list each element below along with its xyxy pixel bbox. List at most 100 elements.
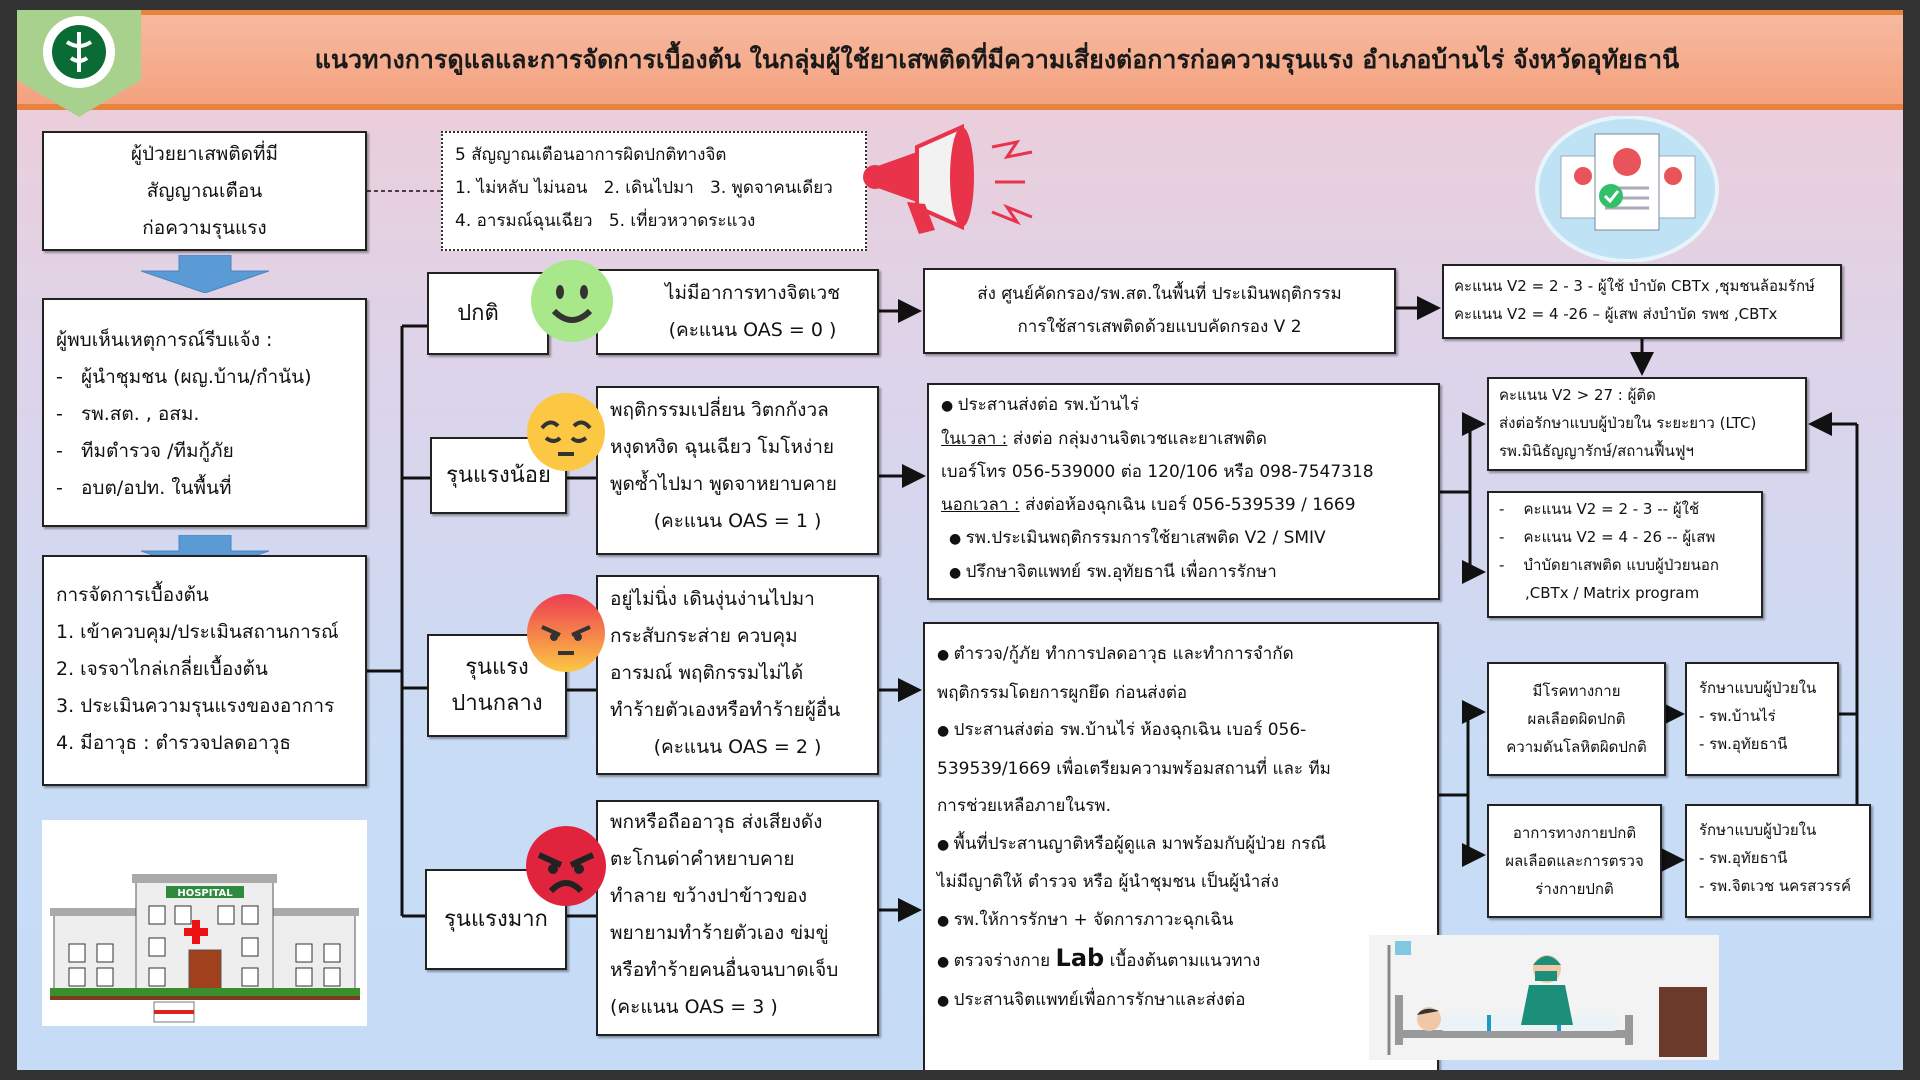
- desc-line: (คะแนน OAS = 0 ): [668, 319, 837, 341]
- action-text: ตรวจร่างกาย: [953, 951, 1056, 971]
- furious-face-icon: [526, 826, 606, 906]
- patient-box-line: ก่อความรุนแรง: [142, 216, 267, 239]
- level-label: ปานกลาง: [451, 690, 543, 716]
- page-title: แนวทางการดูแลและการจัดการเบื้องต้น ในกลุ…: [314, 45, 1680, 74]
- management-item: 2. เจรจาไกล่เกลี่ยเบื้องต้น: [56, 658, 268, 680]
- action-bullet: ปรึกษาจิตแพทย์ รพ.อุทัยธานี เพื่อการรักษ…: [941, 556, 1426, 590]
- reporter-item: - ผู้นำชุมชน (ผญ.บ้าน/กำนัน): [56, 366, 312, 388]
- result-line: ความดันโลหิตผิดปกติ: [1506, 738, 1647, 756]
- result-line: - รพ.อุทัยธานี: [1699, 849, 1788, 867]
- result-line: รักษาแบบผู้ป่วยใน: [1699, 679, 1817, 697]
- physical-abnormal-box: มีโรคทางกาย ผลเลือดผิดปกติ ความดันโลหิตผ…: [1487, 662, 1666, 776]
- inpatient-b-box: รักษาแบบผู้ป่วยใน - รพ.อุทัยธานี - รพ.จิ…: [1685, 804, 1871, 918]
- result-line: ส่งต่อรักษาแบบผู้ป่วยใน ระยะยาว (LTC): [1499, 414, 1757, 432]
- initial-management-box: การจัดการเบื้องต้น 1. เข้าควบคุม/ประเมิน…: [42, 555, 367, 786]
- result-line: ผลเลือดผิดปกติ: [1527, 710, 1626, 728]
- management-item: 4. มีอาวุธ : ตำรวจปลดอาวุธ: [56, 732, 291, 754]
- action-bullet: ประสานส่งต่อ รพ.บ้านไร่: [941, 389, 1426, 423]
- desc-line: หงุดหงิด ฉุนเฉียว โมโหง่าย: [610, 436, 835, 458]
- action-line: การช่วยเหลือภายในรพ.: [937, 796, 1112, 816]
- after-hours-line: นอกเวลา : ส่งต่อห้องฉุกเฉิน เบอร์ 056-53…: [941, 489, 1426, 522]
- action-line: ตรวจร่างกาย Lab เบื้องต้นตามแนวทาง: [937, 940, 1425, 982]
- reporter-text: ผู้นำชุมชน (ผญ.บ้าน/กำนัน): [80, 366, 312, 388]
- v2-outpatient-result-box: - คะแนน V2 = 2 - 3 -- ผู้ใช้ - คะแนน V2 …: [1487, 491, 1763, 618]
- action-line: ตำรวจ/กู้ภัย ทำการปลดอาวุธ และทำการจำกัด: [937, 636, 1425, 675]
- result-text: คะแนน V2 = 4 - 26 -- ผู้เสพ: [1523, 528, 1716, 546]
- level-normal-desc: ไม่มีอาการทางจิตเวช (คะแนน OAS = 0 ): [596, 269, 879, 355]
- result-line: คะแนน V2 = 4 -26 – ผู้เสพ ส่งบำบัด รพช ,…: [1454, 305, 1778, 323]
- desc-line: (คะแนน OAS = 1 ): [653, 510, 822, 532]
- result-line: - คะแนน V2 = 4 - 26 -- ผู้เสพ: [1499, 528, 1716, 546]
- patient-warning-box: ผู้ป่วยยาเสพติดที่มี สัญญาณเตือน ก่อความ…: [42, 131, 367, 251]
- result-line: - รพ.จิตเวช นครสวรรค์: [1699, 877, 1851, 895]
- result-line: คะแนน V2 = 2 - 3 - ผู้ใช้ บำบัด CBTx ,ชุ…: [1454, 277, 1815, 295]
- management-title: การจัดการเบื้องต้น: [56, 584, 209, 606]
- warning-signs-title: 5 สัญญาณเตือนอาการผิดปกติทางจิต: [455, 145, 727, 165]
- angry-face-icon: [527, 594, 605, 672]
- in-hours-line: ในเวลา : ส่งต่อ กลุ่มงานจิตเวชและยาเสพติ…: [941, 423, 1426, 456]
- warning-sign: 3. พูดจาคนเดียว: [710, 178, 833, 198]
- ministry-logo-icon: [17, 10, 141, 117]
- megaphone-icon: [863, 123, 1033, 234]
- warning-sign: 1. ไม่หลับ ไม่นอน: [455, 178, 588, 198]
- result-text: บำบัดยาเสพติด แบบผู้ป่วยนอก: [1523, 556, 1719, 574]
- phone-line: เบอร์โทร 056-539000 ต่อ 120/106 หรือ 098…: [941, 462, 1374, 482]
- result-line: - รพ.อุทัยธานี: [1699, 735, 1788, 753]
- result-line: - คะแนน V2 = 2 - 3 -- ผู้ใช้: [1499, 500, 1700, 518]
- reporters-title: ผู้พบเห็นเหตุการณ์รีบแจ้ง :: [56, 329, 273, 351]
- lab-emphasis: Lab: [1055, 944, 1105, 972]
- in-hours-label: ในเวลา :: [941, 429, 1008, 449]
- v2-addict-result-box: คะแนน V2 > 27 : ผู้ติด ส่งต่อรักษาแบบผู้…: [1487, 377, 1807, 471]
- pensive-face-icon: [527, 393, 605, 471]
- patient-bed-illustration: [1369, 935, 1719, 1060]
- result-line: รพ.มินิธัญญารักษ์/สถานฟื้นฟูฯ: [1499, 442, 1694, 460]
- action-line: ไม่มีญาติให้ ตำรวจ หรือ ผู้นำชุมชน เป็นผ…: [937, 872, 1279, 892]
- management-item: 3. ประเมินความรุนแรงของอาการ: [56, 695, 335, 717]
- header-band: แนวทางการดูแลและการจัดการเบื้องต้น ในกลุ…: [17, 10, 1903, 110]
- result-line: - บำบัดยาเสพติด แบบผู้ป่วยนอก: [1499, 556, 1719, 574]
- inpatient-a-box: รักษาแบบผู้ป่วยใน - รพ.บ้านไร่ - รพ.อุทั…: [1685, 662, 1839, 776]
- management-item: 1. เข้าควบคุม/ประเมินสถานการณ์: [56, 621, 339, 643]
- reporter-text: ทีมตำรวจ /ทีมกู้ภัย: [80, 440, 234, 462]
- action-bullet: รพ.ประเมินพฤติกรรมการใช้ยาเสพติด V2 / SM…: [941, 522, 1426, 556]
- reporters-box: ผู้พบเห็นเหตุการณ์รีบแจ้ง : - ผู้นำชุมชน…: [42, 298, 367, 527]
- action-line: รพ.ให้การรักษา + จัดการภาวะฉุกเฉิน: [937, 902, 1425, 941]
- patient-box-line: สัญญาณเตือน: [146, 179, 263, 202]
- action-mild-box: ประสานส่งต่อ รพ.บ้านไร่ ในเวลา : ส่งต่อ …: [927, 383, 1440, 600]
- level-severe-label: รุนแรงมาก: [425, 869, 567, 970]
- desc-line: ตะโกนด่าคำหยาบคาย: [610, 848, 795, 870]
- reporter-item: - ทีมตำรวจ /ทีมกู้ภัย: [56, 440, 234, 462]
- result-line: ผลเลือดและการตรวจ: [1505, 852, 1644, 870]
- action-text: เบื้องต้นตามแนวทาง: [1104, 951, 1261, 971]
- desc-line: ทำร้ายตัวเองหรือทำร้ายผู้อื่น: [610, 699, 841, 721]
- level-moderate-desc: อยู่ไม่นิ่ง เดินงุ่นง่านไปมา กระสับกระส่…: [596, 575, 879, 775]
- action-line: พฤติกรรมโดยการผูกยึด ก่อนส่งต่อ: [937, 682, 1188, 703]
- down-arrow-icon: [141, 255, 269, 293]
- after-hours-label: นอกเวลา :: [941, 495, 1020, 515]
- action-severe-box: ตำรวจ/กู้ภัย ทำการปลดอาวุธ และทำการจำกัด…: [923, 622, 1439, 1070]
- warning-signs-box: 5 สัญญาณเตือนอาการผิดปกติทางจิต 1. ไม่หล…: [441, 131, 867, 251]
- hospital-sign: HOSPITAL: [177, 888, 233, 899]
- action-line: 539539/1669 เพื่อเตรียมความพร้อมสถานที่ …: [937, 758, 1331, 779]
- desc-line: พฤติกรรมเปลี่ยน วิตกกังวล: [610, 399, 829, 421]
- desc-line: อยู่ไม่นิ่ง เดินงุ่นง่านไปมา: [610, 588, 815, 610]
- reporter-item: - อบต/อปท. ในพื้นที่: [56, 477, 232, 499]
- action-line: ส่ง ศูนย์คัดกรอง/รพ.สต.ในพื้นที่ ประเมิน…: [977, 284, 1342, 304]
- desc-line: กระสับกระส่าย ควบคุม: [610, 625, 798, 647]
- result-line: คะแนน V2 > 27 : ผู้ติด: [1499, 386, 1656, 404]
- action-normal-box: ส่ง ศูนย์คัดกรอง/รพ.สต.ในพื้นที่ ประเมิน…: [923, 268, 1396, 354]
- hospital-illustration: HOSPITAL: [42, 820, 367, 1026]
- level-severe-desc: พกหรือถืออาวุธ ส่งเสียงดัง ตะโกนด่าคำหยา…: [596, 800, 879, 1036]
- result-text: คะแนน V2 = 2 - 3 -- ผู้ใช้: [1523, 500, 1700, 518]
- warning-sign: 2. เดินไปมา: [603, 178, 694, 198]
- level-label: รุนแรงน้อย: [446, 462, 551, 488]
- doctor-profile-icon: [1535, 116, 1719, 262]
- desc-line: หรือทำร้ายคนอื่นจนบาดเจ็บ: [610, 959, 839, 981]
- smiley-face-icon: [531, 260, 613, 342]
- action-line: ประสานส่งต่อ รพ.บ้านไร่ ห้องฉุกเฉิน เบอร…: [937, 712, 1425, 751]
- after-hours-text: ส่งต่อห้องฉุกเฉิน เบอร์ 056-539539 / 166…: [1019, 495, 1356, 515]
- warning-signs-row: 4. อารมณ์ฉุนเฉียว 5. เที่ยวหวาดระแวง: [455, 205, 853, 238]
- result-line: ร่างกายปกติ: [1535, 880, 1614, 898]
- result-line: - รพ.บ้านไร่: [1699, 707, 1776, 725]
- desc-line: ไม่มีอาการทางจิตเวช: [664, 282, 841, 304]
